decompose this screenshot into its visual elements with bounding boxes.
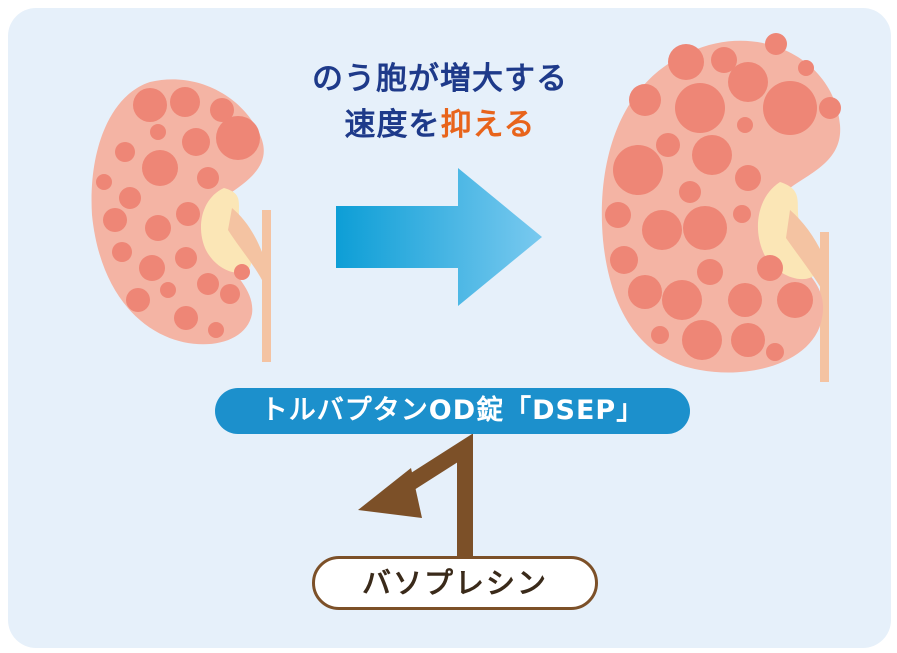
progression-arrow-icon <box>336 168 542 306</box>
inhibition-arrow-icon <box>358 433 473 560</box>
headline: のう胞が増大する 速度を抑える <box>240 56 640 148</box>
headline-accent: 抑える <box>440 107 536 143</box>
headline-line2: 速度を抑える <box>240 102 640 148</box>
headline-line2-prefix: 速度を <box>344 107 441 143</box>
small-kidney-icon <box>91 79 271 362</box>
hormone-label: バソプレシン <box>312 556 598 610</box>
drug-label: トルバプタンOD錠「DSEP」 <box>215 388 690 434</box>
headline-line1: のう胞が増大する <box>312 61 568 97</box>
large-kidney-icon <box>601 33 841 382</box>
